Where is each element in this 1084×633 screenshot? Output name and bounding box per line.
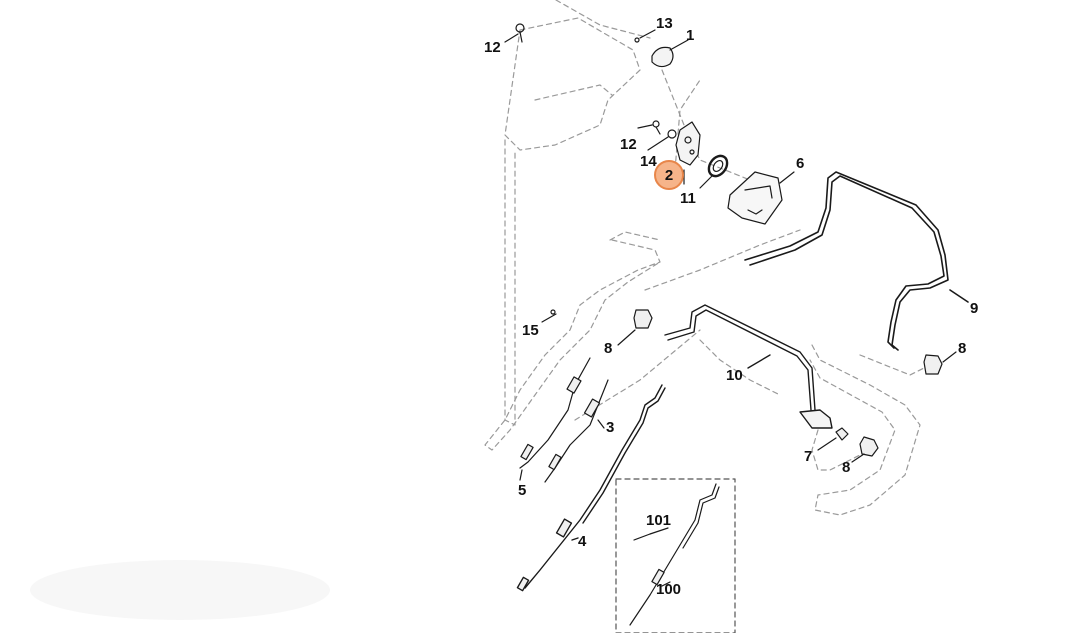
callout-6[interactable]: 6 [796,155,805,172]
callout-10[interactable]: 10 [726,367,743,384]
housing-6 [727,171,795,225]
cable-3 [544,379,609,483]
pin-15 [541,309,557,323]
bushing-8-right [923,351,957,375]
callout-14[interactable]: 14 [640,153,657,170]
screw-12-top [504,23,525,43]
bail-9 [744,171,969,351]
inset-box [615,478,736,633]
callout-7[interactable]: 7 [804,448,813,465]
callout-2-selected[interactable]: 2 [654,160,684,190]
callout-8-bottom[interactable]: 8 [842,459,851,476]
callout-101[interactable]: 101 [646,512,672,529]
callout-12-top[interactable]: 12 [484,39,501,56]
ring-11 [699,154,729,189]
cable-100 [629,483,720,626]
screw-12-mid [637,120,661,135]
callout-1[interactable]: 1 [686,27,695,44]
callout-11[interactable]: 11 [680,190,696,207]
callout-8-right[interactable]: 8 [958,340,967,357]
callout-5[interactable]: 5 [518,482,527,499]
clip-7 [817,427,849,451]
callout-12-mid[interactable]: 12 [620,136,637,153]
cable-4 [516,384,666,592]
callout-9[interactable]: 9 [970,300,979,317]
callout-8-left[interactable]: 8 [604,340,613,357]
callout-3[interactable]: 3 [606,419,615,436]
bushing-8-left [617,309,653,346]
rod-10 [664,304,833,429]
cable-5 [519,357,591,481]
pin-13 [634,29,656,43]
washer-14 [647,129,677,151]
bracket-2 [675,121,701,166]
bushing-8-bottom [851,436,879,463]
callout-4[interactable]: 4 [578,533,587,550]
knob-1 [651,39,689,68]
callout-13[interactable]: 13 [656,15,673,32]
callout-100[interactable]: 100 [656,581,682,598]
background-shadow [30,560,330,620]
callout-15[interactable]: 15 [522,322,539,339]
clip-101 [633,527,669,541]
